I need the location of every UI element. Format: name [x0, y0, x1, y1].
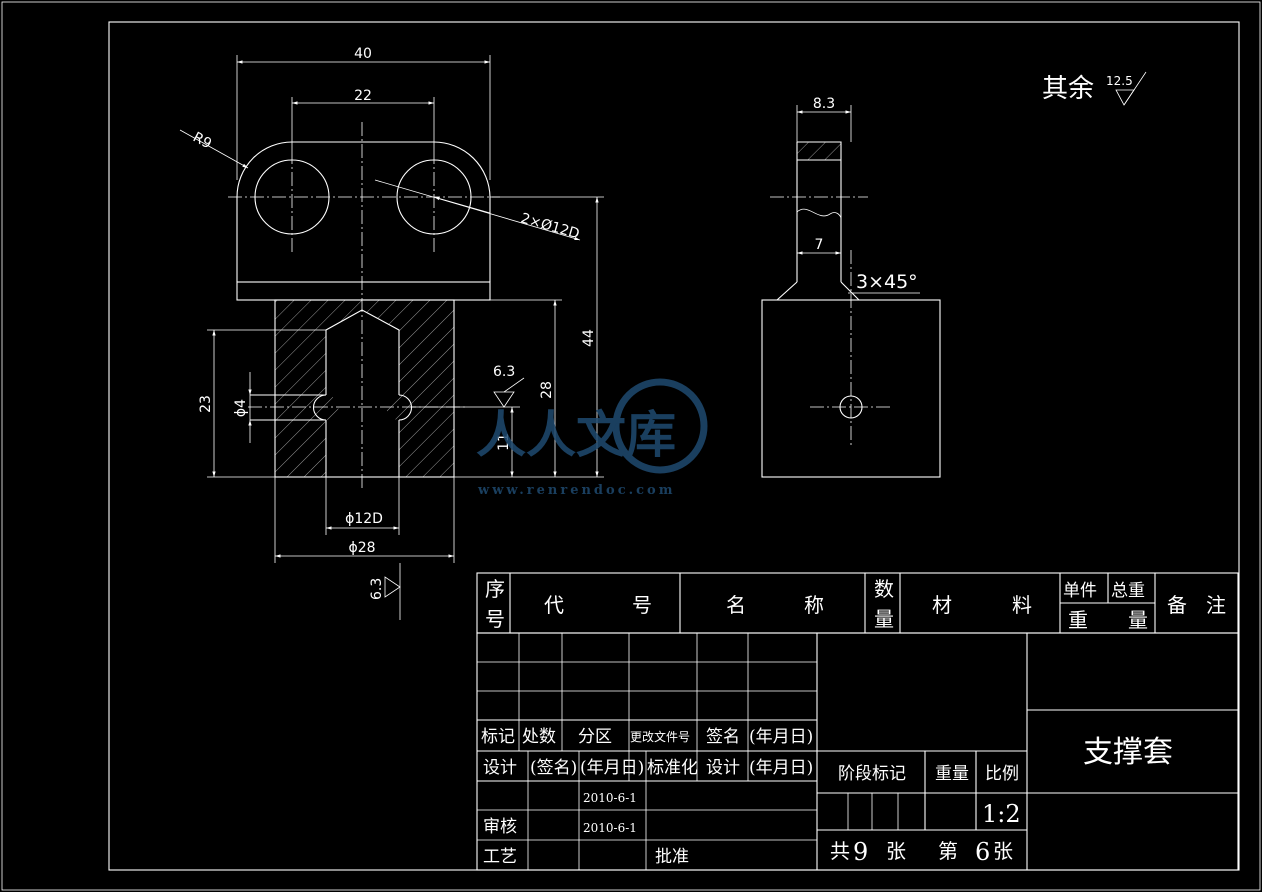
body-top-hatch — [326, 300, 399, 330]
sheets-unit-b: 张 — [993, 839, 1013, 863]
hdr-seq-top: 序 — [485, 577, 505, 601]
body-section-right — [386, 300, 454, 477]
rev-sign: 签名 — [706, 727, 740, 747]
rev-docno: 更改文件号 — [630, 729, 690, 744]
hdr-material-b: 料 — [1012, 593, 1032, 617]
hdr-weight-b: 量 — [1128, 608, 1148, 632]
dim-23: 23 — [198, 395, 214, 413]
dim-83: 8.3 — [813, 96, 835, 112]
rev-date: (年月日) — [749, 727, 813, 747]
rev-count: 处数 — [522, 727, 556, 747]
side-view: 8.3 7 3×45° — [761, 96, 941, 478]
des-date-2: (年月日) — [749, 758, 813, 778]
hdr-unit-weight: 单件 — [1063, 581, 1097, 601]
des-sign: (签名) — [530, 758, 577, 778]
watermark-text: 人人文库 — [476, 406, 676, 464]
rev-zone: 分区 — [578, 727, 612, 747]
part-name: 支撑套 — [1083, 735, 1173, 770]
dim-22: 22 — [354, 88, 372, 104]
hdr-total-weight: 总重 — [1111, 581, 1145, 601]
top-plate-outline — [236, 141, 491, 282]
dim-7: 7 — [815, 237, 824, 253]
roughness-note-label: 其余 — [1042, 74, 1094, 104]
rough-63-a: 6.3 — [493, 364, 515, 380]
dim-d28: ϕ28 — [348, 540, 375, 556]
dim-holes: 2×Ø12D — [519, 210, 581, 242]
date-2: 2010-6-1 — [583, 821, 637, 835]
hdr-name-b: 称 — [804, 593, 824, 617]
hdr-remark-b: 注 — [1206, 593, 1226, 617]
hdr-remark-a: 备 — [1167, 593, 1187, 617]
roughness-note-value: 12.5 — [1106, 74, 1133, 88]
watermark-url: www.renrendoc.com — [477, 483, 675, 498]
hdr-code-a: 代 — [544, 593, 564, 617]
weight-label: 重量 — [935, 764, 969, 784]
des-standard: 标准化 — [647, 758, 698, 778]
watermark: 人人文库 www.renrendoc.com — [476, 378, 708, 498]
sheets-total-label: 共 — [830, 839, 850, 863]
hdr-weight-a: 重 — [1068, 608, 1088, 632]
sheets-total: 9 — [853, 838, 868, 866]
dim-40: 40 — [354, 46, 372, 62]
title-block: 序 号 代 号 名 称 数 量 材 料 单件 总重 重 量 备 注 — [476, 572, 1239, 871]
hdr-seq-bottom: 号 — [485, 607, 505, 631]
hdr-code-b: 号 — [632, 593, 652, 617]
hdr-name-a: 名 — [726, 593, 746, 617]
front-view: 40 22 R9 2×Ø12D 44 28 11 6.3 2 — [179, 46, 604, 620]
rev-mark: 标记 — [481, 727, 515, 747]
sheets-unit-a: 张 — [886, 839, 906, 863]
dim-d4: ϕ4 — [233, 399, 249, 417]
dim-d12: ϕ12D — [345, 511, 383, 527]
hdr-qty-bottom: 量 — [874, 607, 894, 631]
sheet-no: 6 — [975, 838, 990, 866]
flange — [236, 281, 491, 301]
hdr-qty-top: 数 — [874, 577, 894, 601]
dim-44: 44 — [581, 329, 597, 347]
rough-63-b: 6.3 — [369, 578, 385, 600]
body-section-left — [275, 300, 339, 477]
review-label: 审核 — [483, 817, 517, 837]
chamfer-note: 3×45° — [856, 271, 918, 293]
date-1: 2010-6-1 — [583, 791, 637, 805]
des-date: (年月日) — [580, 758, 644, 778]
stage-mark-label: 阶段标记 — [838, 764, 906, 784]
des-design-2: 设计 — [706, 758, 740, 778]
dim-r9: R9 — [190, 129, 214, 152]
dim-28: 28 — [539, 381, 555, 399]
approve-label: 批准 — [655, 847, 689, 867]
dim-11: 11 — [496, 433, 512, 451]
process-label: 工艺 — [483, 847, 517, 867]
des-design: 设计 — [483, 758, 517, 778]
scale-value: 1:2 — [982, 800, 1021, 828]
sheet-no-label: 第 — [938, 839, 958, 863]
scale-label: 比例 — [985, 764, 1019, 784]
hdr-material-a: 材 — [932, 593, 952, 617]
